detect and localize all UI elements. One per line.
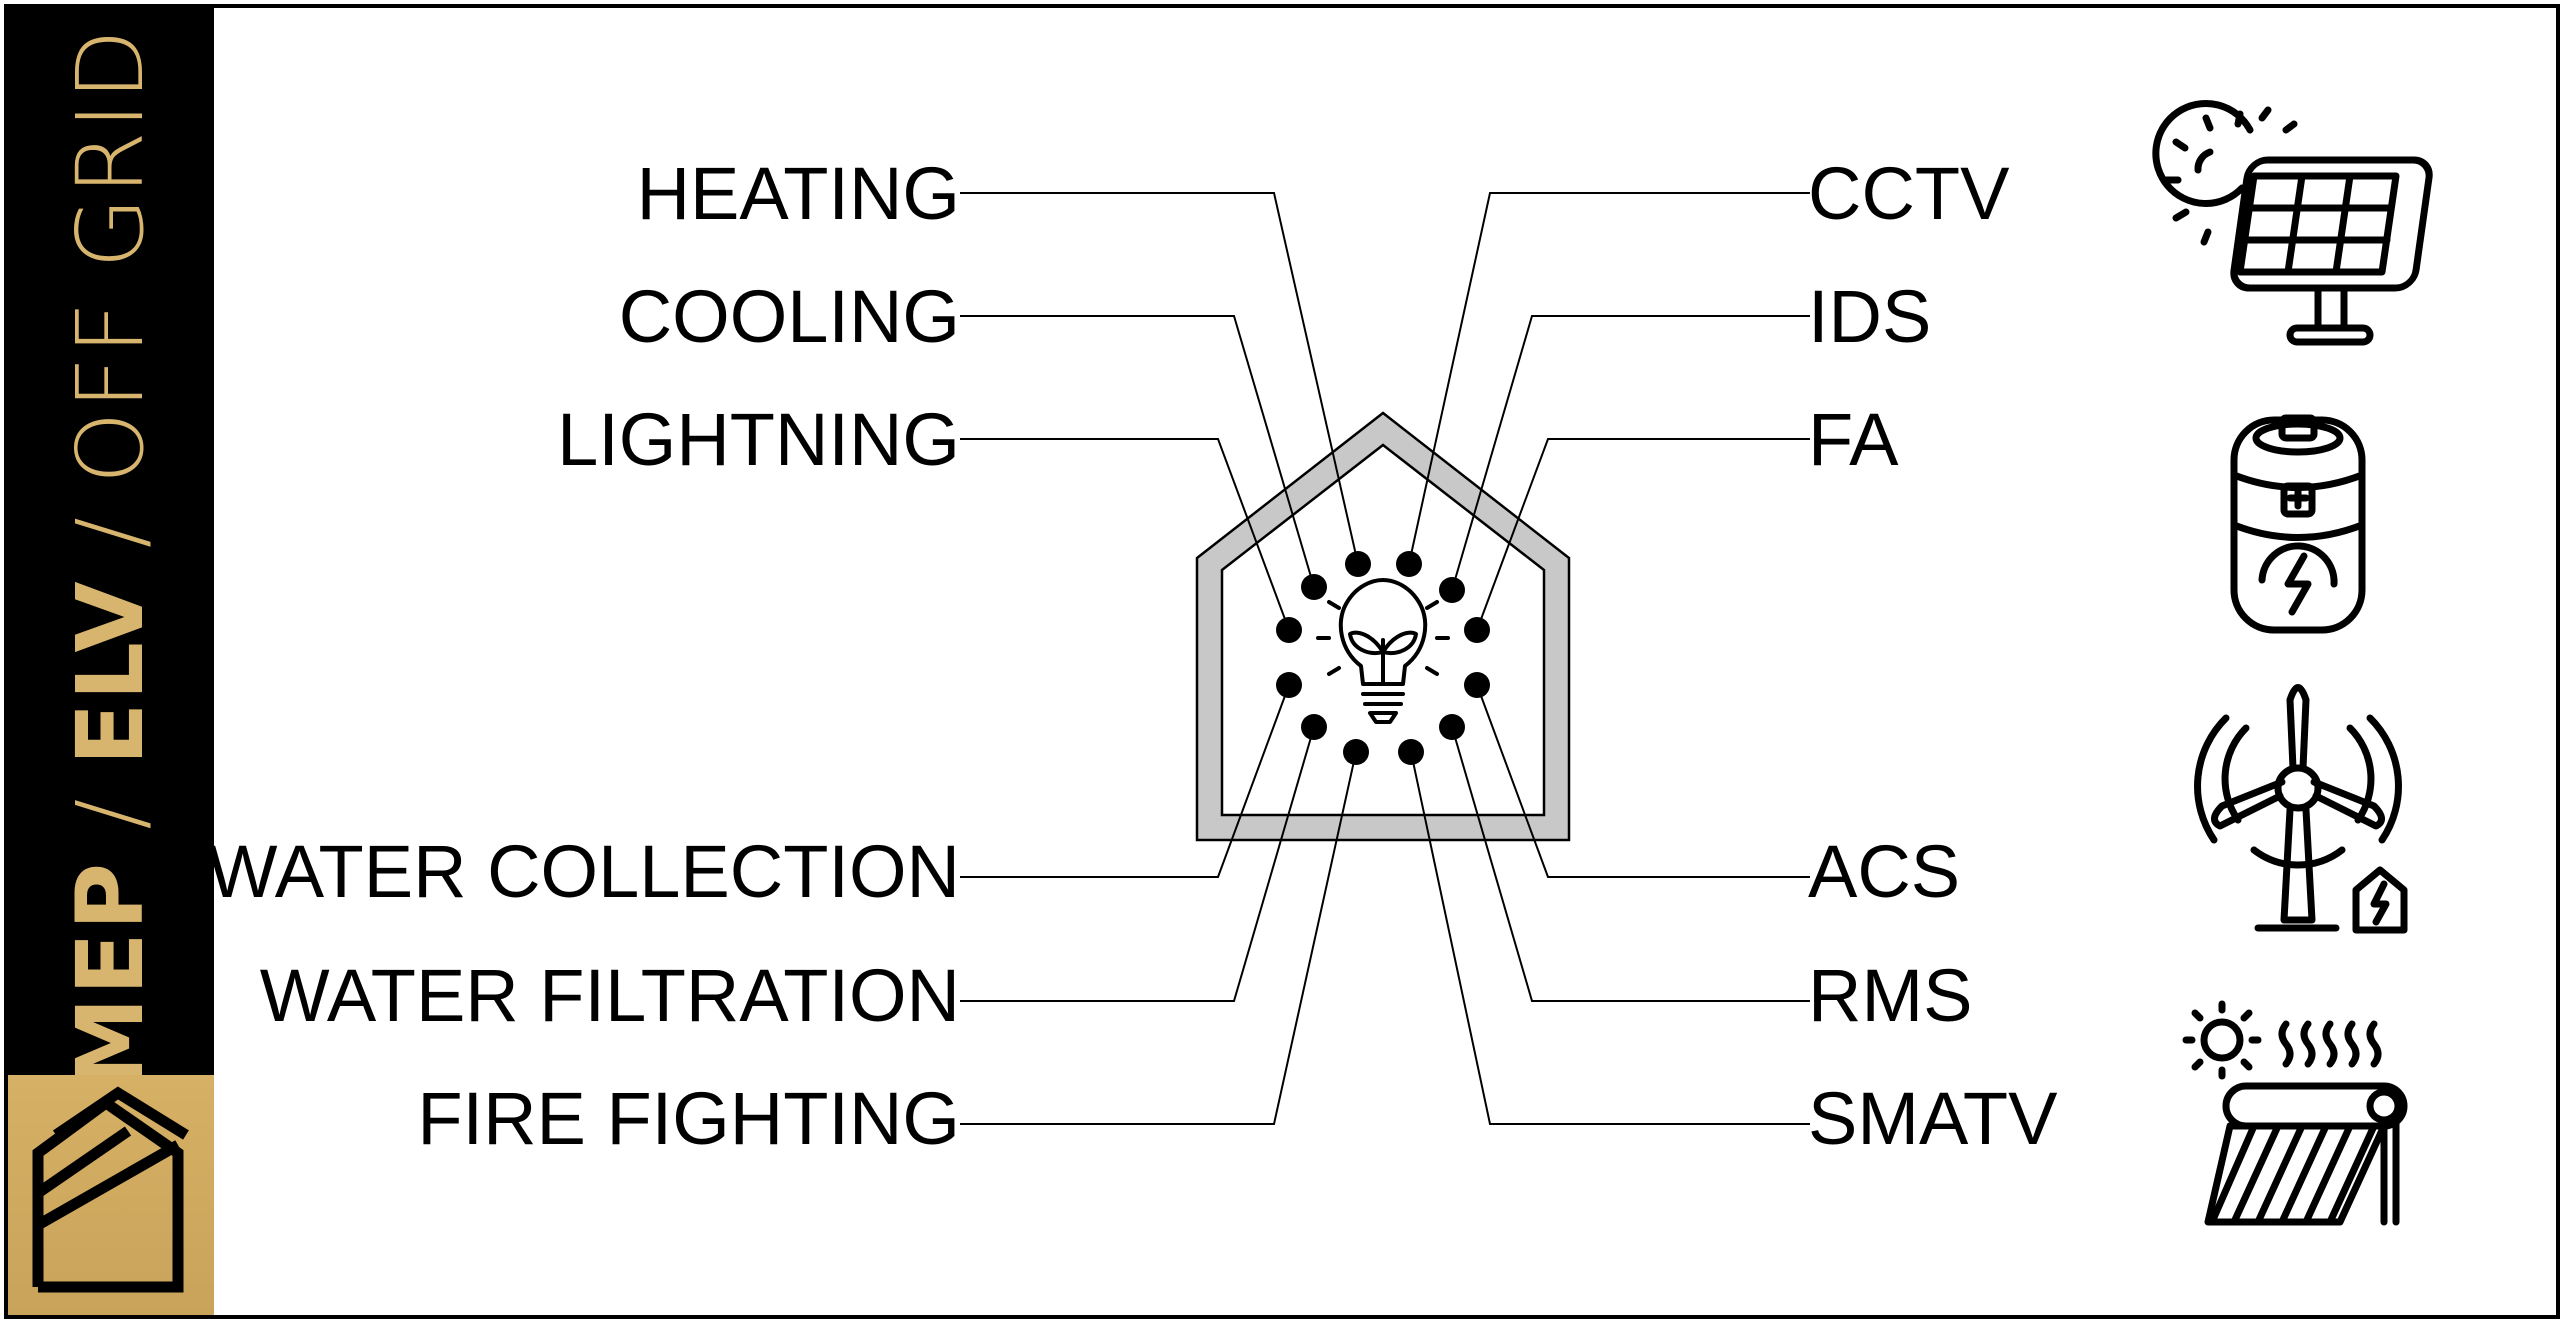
wire-acs xyxy=(1476,684,1810,878)
connector-dot xyxy=(1343,739,1369,765)
wire-heating xyxy=(960,192,1359,565)
wire-smatv xyxy=(1410,751,1810,1125)
wire-fire-fighting xyxy=(960,751,1357,1125)
right-labels: CCTV IDS FA ACS RMS SMATV xyxy=(1808,152,2058,1160)
label-rms: RMS xyxy=(1808,954,1972,1037)
connector-dot xyxy=(1345,551,1371,577)
house-logo-icon xyxy=(32,1086,189,1293)
wire-rms xyxy=(1451,726,1810,1002)
label-heating: HEATING xyxy=(637,152,960,235)
connector-dot xyxy=(1396,551,1422,577)
label-smatv: SMATV xyxy=(1808,1077,2058,1160)
wire-lightning xyxy=(960,438,1290,631)
sidebar: MEP / ELV / OFF GRID xyxy=(8,8,214,1315)
diagram-frame: MEP / ELV / OFF GRID xyxy=(4,4,2560,1319)
wire-fa xyxy=(1476,438,1810,631)
label-acs: ACS xyxy=(1808,830,1960,913)
eco-bulb-icon xyxy=(1316,578,1450,724)
wire-water-collection xyxy=(960,684,1290,878)
connection-dots xyxy=(1276,551,1490,765)
label-lightning: LIGHTNING xyxy=(557,398,960,481)
connector-dot xyxy=(1439,577,1465,603)
wind-turbine-icon xyxy=(2194,684,2408,934)
connector-dot xyxy=(1464,617,1490,643)
connector-dot xyxy=(1301,574,1327,600)
label-water-filtration: WATER FILTRATION xyxy=(260,954,960,1037)
wire-cctv xyxy=(1408,192,1810,565)
house-outline xyxy=(1195,411,1571,842)
wire-ids xyxy=(1451,315,1810,591)
wire-cooling xyxy=(960,315,1315,588)
label-cctv: CCTV xyxy=(1808,152,2010,235)
battery-icon xyxy=(2230,414,2366,634)
connector-wires xyxy=(960,192,1810,1125)
left-labels: HEATING COOLING LIGHTNING WATER COLLECTI… xyxy=(208,152,960,1160)
label-cooling: COOLING xyxy=(619,275,960,358)
wire-water-filtration xyxy=(960,726,1315,1002)
logo-box xyxy=(8,1075,214,1315)
connector-dot xyxy=(1439,714,1465,740)
connector-dot xyxy=(1464,672,1490,698)
connector-dot xyxy=(1398,739,1424,765)
label-fire-fighting: FIRE FIGHTING xyxy=(417,1077,960,1160)
label-water-collection: WATER COLLECTION xyxy=(208,830,960,913)
connector-dot xyxy=(1276,617,1302,643)
solar-water-heater-icon xyxy=(2182,1000,2408,1226)
connector-dot xyxy=(1301,714,1327,740)
connector-dot xyxy=(1276,672,1302,698)
solar-panel-icon xyxy=(2152,99,2433,346)
label-ids: IDS xyxy=(1808,275,1931,358)
label-fa: FA xyxy=(1808,398,1899,481)
